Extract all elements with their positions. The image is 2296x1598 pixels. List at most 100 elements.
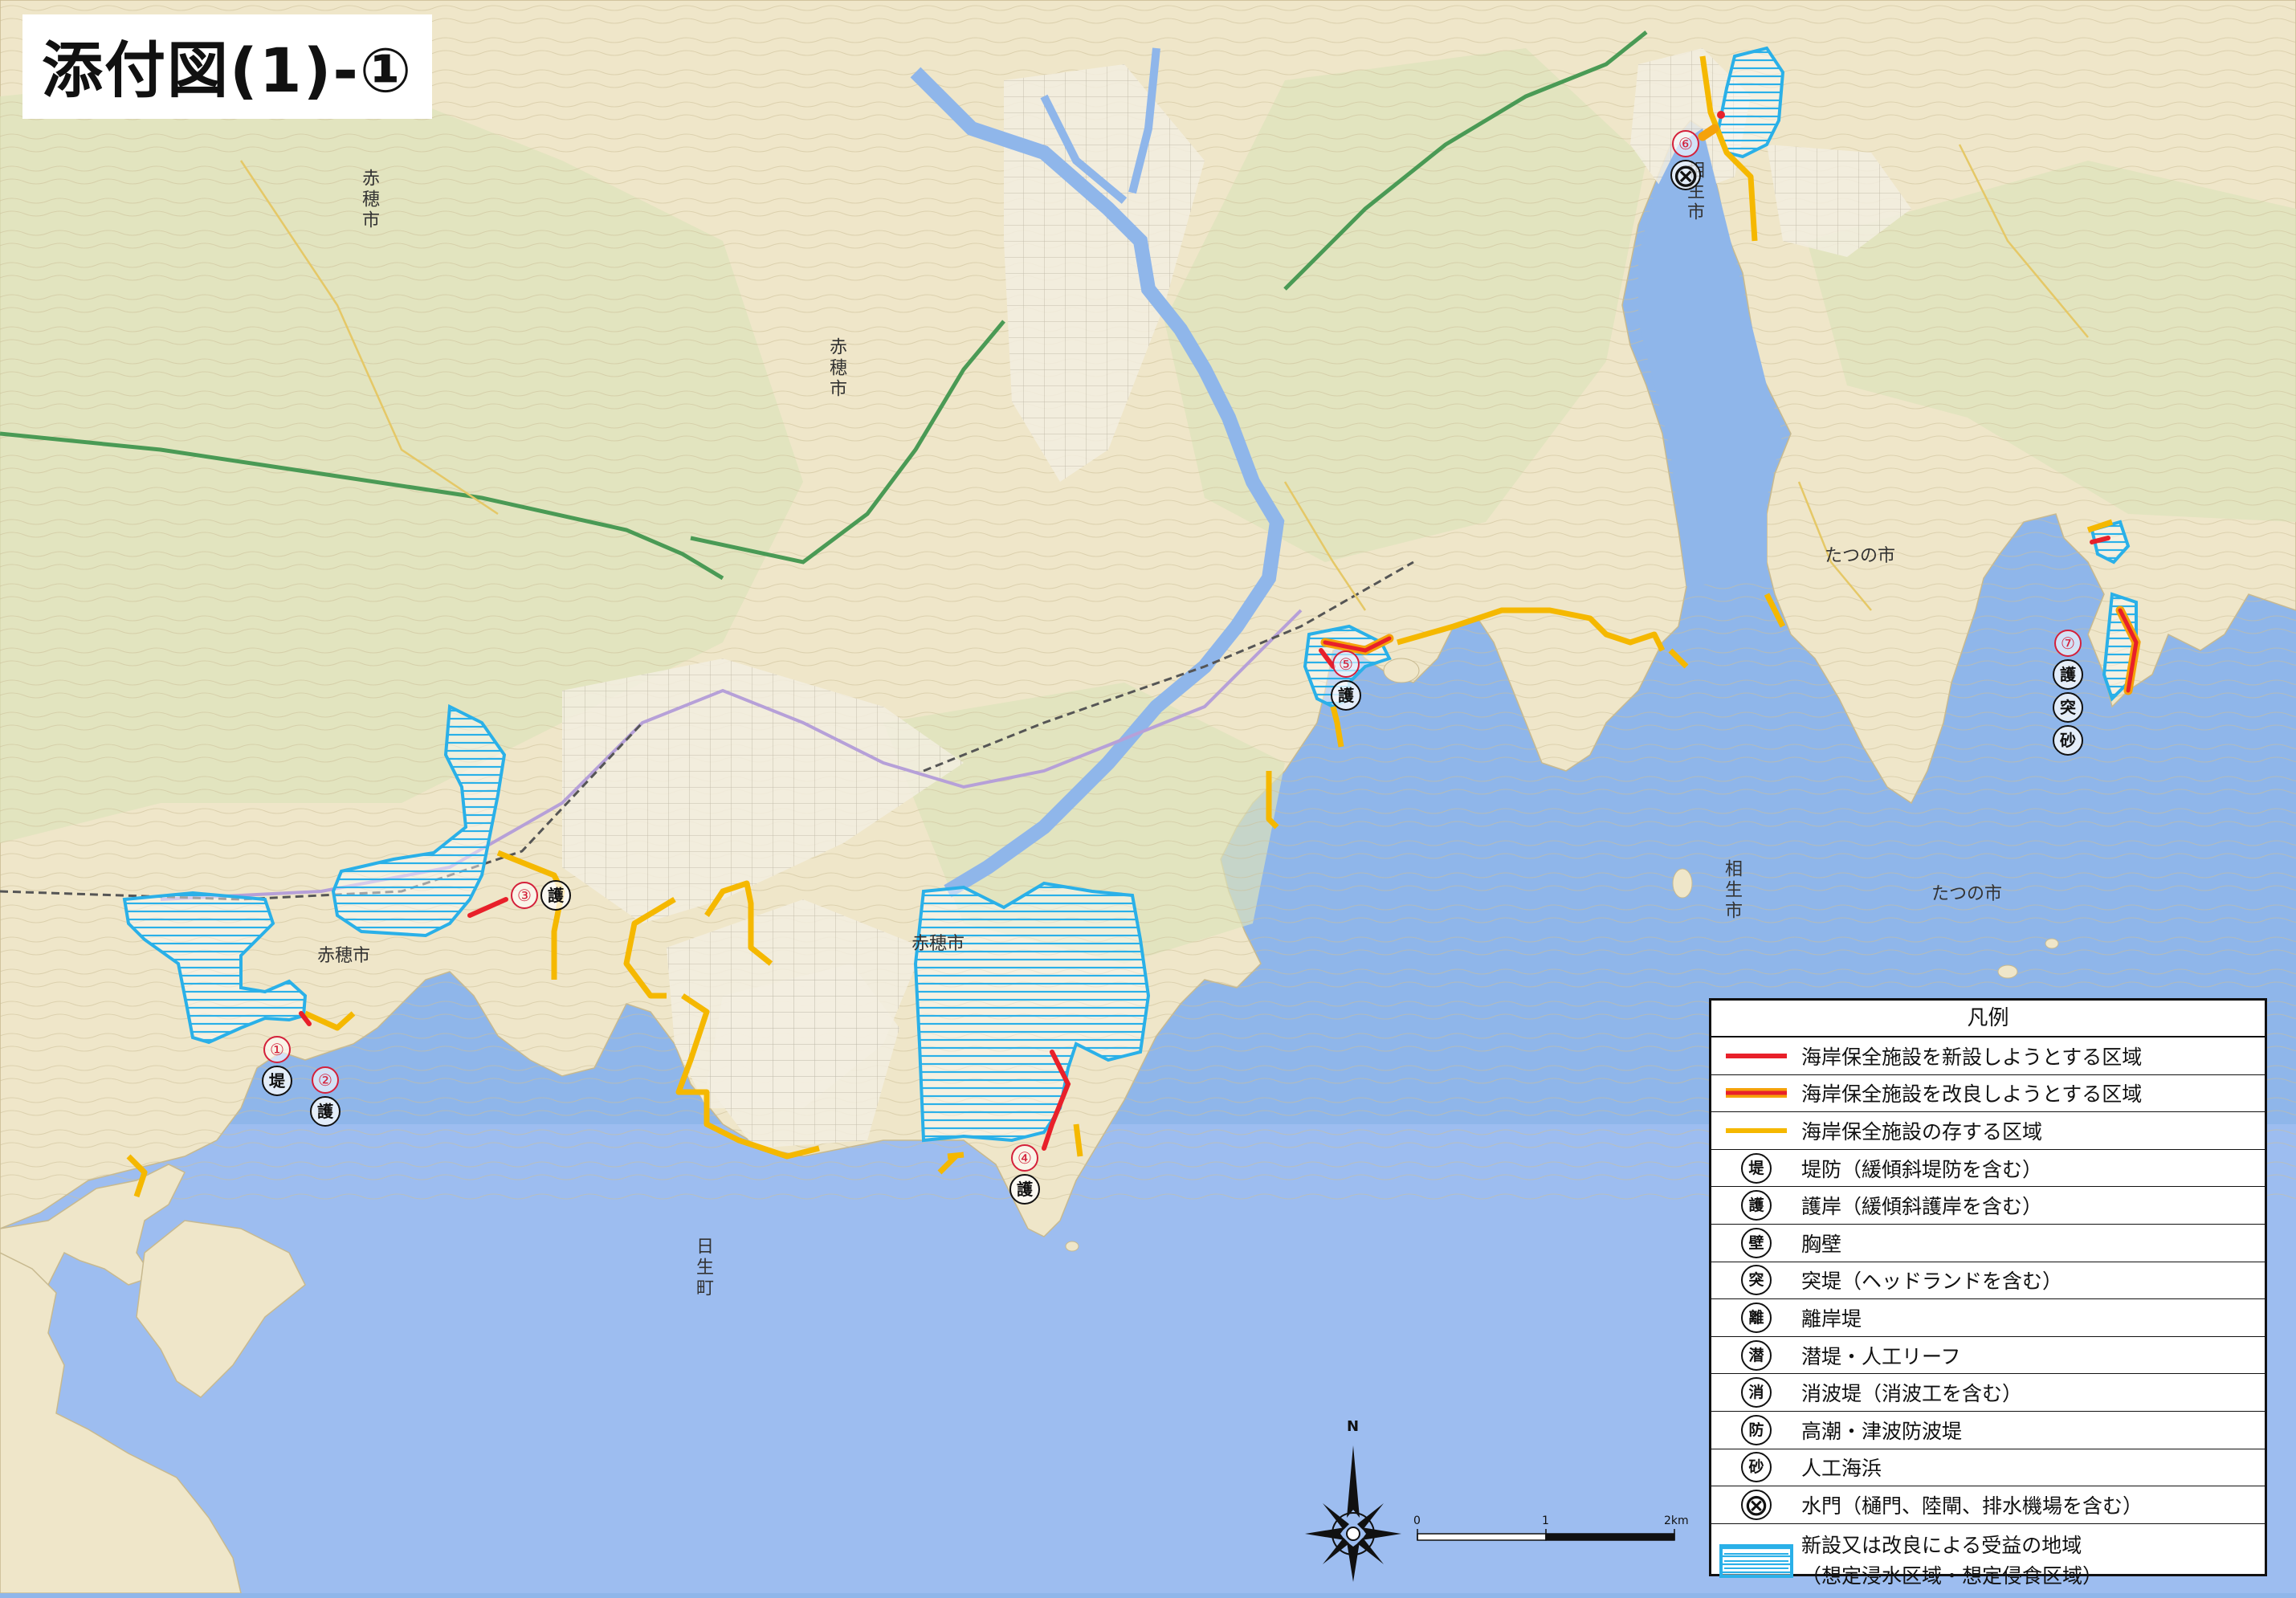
legend-label: 離岸堤 (1801, 1307, 1862, 1331)
legend-label: 人工海浜 (1801, 1457, 1882, 1481)
marker-number: ① (263, 1036, 291, 1063)
compass-north-label: N (1347, 1418, 1360, 1435)
legend-label: 海岸保全施設を改良しようとする区域 (1801, 1082, 2143, 1107)
place-label-ako: 赤穂市 (911, 934, 965, 954)
legend-row-groin: 突 突堤（ヘッドランドを含む） (1711, 1262, 2265, 1300)
scale-label-1: 1 (1542, 1514, 1549, 1527)
legend-row-parapet: 壁 胸壁 (1711, 1225, 2265, 1262)
existing-facility-lines (126, 55, 2114, 1198)
benefit-area (122, 891, 308, 1045)
new-facility-lines (299, 111, 2110, 1151)
urban-area (707, 964, 899, 1148)
compass-rose (1305, 1445, 1401, 1582)
legend-panel: 凡例 海岸保全施設を新設しようとする区域 海岸保全施設を改良しようとする区域 海… (1709, 998, 2267, 1588)
scale-label-2km: 2km (1664, 1514, 1689, 1527)
marker-symbol-embankment: 堤 (262, 1066, 292, 1096)
local-road (239, 144, 2089, 611)
facility-marker-1[interactable]: ① 堤 (262, 1036, 292, 1096)
place-label-ako: 赤穂市 (317, 946, 371, 966)
scale-label-0: 0 (1413, 1514, 1421, 1527)
legend-row-tsunami-barrier: 防 高潮・津波防波堤 (1711, 1412, 2265, 1449)
river (1040, 47, 1160, 204)
facility-marker-7[interactable]: ⑦ 護 突 砂 (2053, 630, 2083, 756)
legend-label: 海岸保全施設の存する区域 (1801, 1119, 2043, 1143)
legend-row-submerged-breakwater: 潜 潜堤・人工リーフ (1711, 1337, 2265, 1375)
legend-title: 凡例 (1711, 1001, 2265, 1037)
urban-area (1630, 48, 1751, 201)
legend-symbol-tsunami-barrier: 防 (1741, 1414, 1772, 1445)
place-label-ako: 赤穂市 (359, 169, 379, 231)
marker-symbol-groin: 突 (2053, 692, 2083, 723)
legend-line-new (1726, 1053, 1787, 1058)
legend-line-improve (1726, 1088, 1787, 1099)
marker-number: ③ (511, 882, 538, 909)
scale-bar (1417, 1529, 1675, 1541)
facility-marker-3[interactable]: ③ 護 (511, 880, 571, 911)
legend-line-existing (1726, 1127, 1787, 1133)
place-label-tatsuno: たつの市 (1825, 546, 1896, 566)
legend-hatch-swatch (1719, 1543, 1793, 1578)
place-label-ako: 赤穂市 (826, 337, 846, 400)
place-label-hinase: 日生町 (693, 1237, 713, 1299)
legend-row-breakwater: 離 離岸堤 (1711, 1299, 2265, 1337)
facility-marker-4[interactable]: ④ 護 (1009, 1144, 1040, 1205)
facility-marker-6[interactable]: ⑥ ⨂ (1670, 130, 1701, 190)
island (1383, 658, 1420, 683)
marker-symbol-revetment: 護 (1331, 680, 1361, 711)
legend-row-improve-facility: 海岸保全施設を改良しようとする区域 (1711, 1075, 2265, 1113)
legend-label: 潜堤・人工リーフ (1801, 1344, 1961, 1368)
legend-symbol-wave-dissipating: 消 (1741, 1377, 1772, 1408)
map-title-box: 添付図(1)-① (22, 14, 433, 119)
legend-label: 消波堤（消波工を含む） (1801, 1382, 2023, 1406)
island-southwest (0, 1252, 242, 1593)
marker-number: ⑥ (1672, 130, 1699, 157)
legend-symbol-revetment: 護 (1741, 1190, 1772, 1221)
legend-label: 高潮・津波防波堤 (1801, 1419, 1963, 1443)
marker-symbol-revetment: 護 (1009, 1174, 1040, 1205)
legend-symbol-embankment: 堤 (1741, 1152, 1772, 1184)
legend-symbol-sluice-gate: ⨂ (1741, 1489, 1772, 1520)
legend-symbol-submerged-breakwater: 潜 (1741, 1339, 1772, 1371)
benefit-area (1716, 46, 1785, 159)
island (1997, 964, 2018, 979)
legend-symbol-parapet: 壁 (1741, 1227, 1772, 1258)
place-label-tatsuno: たつの市 (1931, 884, 2003, 904)
benefit-area (913, 881, 1151, 1143)
marker-number: ④ (1011, 1144, 1038, 1172)
legend-row-embankment: 堤 堤防（緩傾斜堤防を含む） (1711, 1150, 2265, 1188)
legend-row-artificial-beach: 砂 人工海浜 (1711, 1449, 2265, 1487)
legend-label: 水門（樋門、陸閘、排水機場を含む） (1801, 1494, 2143, 1518)
urban-area (562, 658, 964, 923)
legend-label: 海岸保全施設を新設しようとする区域 (1801, 1045, 2143, 1069)
legend-row-benefit-area: 新設又は改良による受益の地域 （想定浸水区域・想定侵食区域） (1711, 1524, 2265, 1598)
legend-symbol-groin: 突 (1741, 1265, 1772, 1296)
island (1672, 868, 1693, 899)
legend-row-new-facility: 海岸保全施設を新設しようとする区域 (1711, 1037, 2265, 1075)
benefit-area (331, 703, 507, 938)
facility-marker-5[interactable]: ⑤ 護 (1331, 650, 1361, 711)
marker-number: ⑤ (1332, 650, 1360, 678)
river (910, 67, 1285, 898)
island (1065, 1241, 1079, 1252)
urban-area (1767, 145, 1911, 257)
map-title: 添付図(1)-① (42, 35, 414, 106)
legend-row-sluice-gate: ⨂ 水門（樋門、陸閘、排水機場を含む） (1711, 1486, 2265, 1524)
expressway (1283, 31, 1648, 291)
legend-label: 胸壁 (1801, 1232, 1842, 1256)
legend-row-revetment: 護 護岸（緩傾斜護岸を含む） (1711, 1187, 2265, 1225)
benefit-area (2090, 520, 2131, 565)
legend-label: 新設又は改良による受益の地域 (1801, 1533, 2082, 1557)
legend-row-existing-facility: 海岸保全施設の存する区域 (1711, 1112, 2265, 1150)
improve-facility-lines (1320, 124, 2141, 695)
marker-number: ② (312, 1066, 339, 1094)
legend-label: 護岸（緩傾斜護岸を含む） (1801, 1195, 2043, 1219)
legend-symbol-artificial-beach: 砂 (1741, 1452, 1772, 1483)
marker-symbol-revetment: 護 (310, 1096, 341, 1127)
legend-symbol-breakwater: 離 (1741, 1302, 1772, 1333)
legend-row-wave-dissipating: 消 消波堤（消波工を含む） (1711, 1374, 2265, 1412)
island-southwest-2 (136, 1220, 306, 1398)
marker-symbol-sluice-gate: ⨂ (1670, 160, 1701, 190)
facility-marker-2[interactable]: ② 護 (310, 1066, 341, 1127)
island (2045, 938, 2059, 949)
place-label-aioi: 相生市 (1722, 859, 1742, 922)
